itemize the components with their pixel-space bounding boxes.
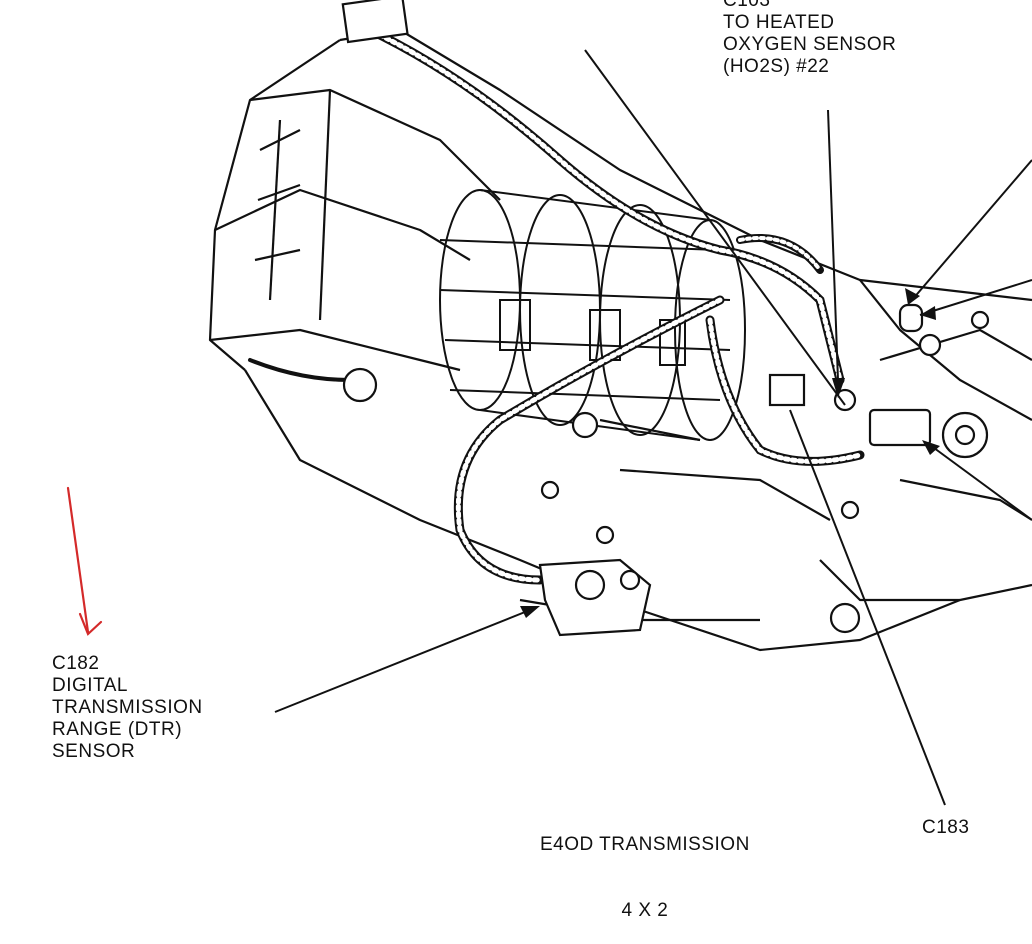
caption-line1: E4OD TRANSMISSION bbox=[540, 834, 750, 855]
label-c103-line1: TO HEATED bbox=[723, 12, 835, 33]
label-c182-line3: RANGE (DTR) bbox=[52, 719, 183, 740]
c183-connector bbox=[868, 408, 932, 447]
leader-right-lower bbox=[929, 444, 1032, 521]
leader-right-mid bbox=[919, 279, 1032, 316]
label-c182-dtr-sensor: C182 DIGITAL TRANSMISSION RANGE (DTR) SE… bbox=[52, 653, 203, 763]
leader-top-diagonal bbox=[584, 49, 846, 406]
label-c182-line2: TRANSMISSION bbox=[52, 697, 203, 718]
label-c103-id: C103 bbox=[723, 0, 771, 11]
c103-connector bbox=[768, 373, 806, 407]
annotation-arrow bbox=[66, 486, 103, 636]
leader-right-upper bbox=[911, 159, 1032, 301]
label-c103-line2: OXYGEN SENSOR bbox=[723, 34, 897, 55]
label-c182-id: C182 bbox=[52, 653, 100, 674]
label-c182-line4: SENSOR bbox=[52, 741, 136, 762]
leader-c183 bbox=[789, 409, 946, 806]
top-plug bbox=[341, 0, 409, 44]
wiring-harness bbox=[248, 30, 865, 585]
leader-c103 bbox=[827, 109, 839, 381]
label-c183: C183 bbox=[922, 817, 970, 838]
diagram-caption: E4OD TRANSMISSION 4 X 2 bbox=[540, 790, 750, 944]
label-c103: C103 TO HEATED OXYGEN SENSOR (HO2S) #22 bbox=[723, 0, 896, 78]
caption-line2: 4 X 2 bbox=[621, 900, 669, 921]
label-c182-line1: DIGITAL bbox=[52, 675, 128, 696]
transmission-wiring-diagram bbox=[66, 0, 1032, 806]
connectors bbox=[341, 0, 990, 637]
leader-lines bbox=[274, 49, 1032, 806]
leader-arrowheads bbox=[520, 288, 940, 618]
label-c103-line3: (HO2S) #22 bbox=[723, 56, 830, 77]
leader-dtr bbox=[274, 607, 536, 713]
